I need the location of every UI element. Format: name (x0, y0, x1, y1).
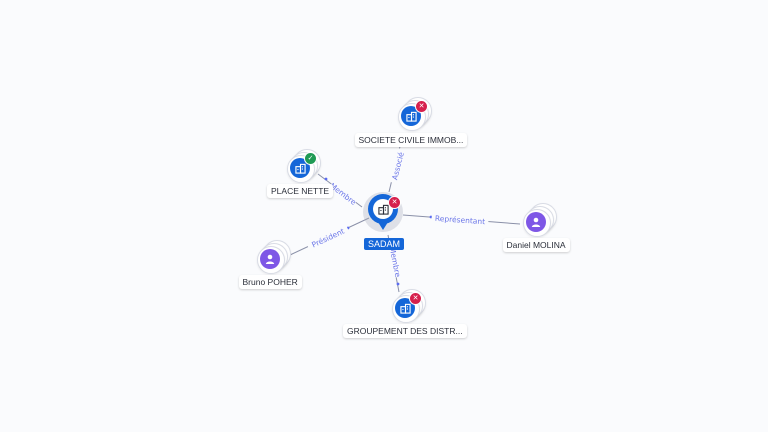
edge-arrow-icon (324, 177, 328, 181)
edge-label-background (305, 223, 350, 251)
edge-label: Associé (390, 151, 406, 181)
edge-label-background (388, 147, 406, 184)
edge-arrow-icon (396, 282, 400, 286)
node-label: GROUPEMENT DES DISTR... (343, 324, 467, 338)
edge-label-group: Représentant (431, 212, 489, 226)
node-label: SOCIETE CIVILE IMMOB... (354, 133, 468, 147)
status-active-icon: ✓ (304, 152, 317, 165)
edge-label-group: Associé (388, 147, 406, 184)
edge-label-group: Président (305, 223, 350, 251)
person-icon (260, 249, 280, 269)
person-icon (526, 212, 546, 232)
status-closed-icon: ✕ (388, 196, 401, 209)
edge-label-background (388, 246, 404, 278)
status-closed-icon: ✕ (409, 292, 422, 305)
edge-label-background (328, 180, 359, 206)
node-label: Daniel MOLINA (502, 238, 570, 252)
node-label: SADAM (364, 238, 405, 250)
edge-label: Représentant (435, 214, 486, 226)
node-label: Bruno POHER (238, 275, 302, 289)
edge-label: Président (310, 227, 346, 250)
edge-label-background (431, 212, 489, 226)
edge-label: Membre (388, 246, 403, 278)
status-closed-icon: ✕ (415, 100, 428, 113)
edge-label-group: Membre (388, 246, 404, 278)
node-label: PLACE NETTE (267, 184, 334, 198)
center-pin[interactable] (368, 194, 398, 230)
